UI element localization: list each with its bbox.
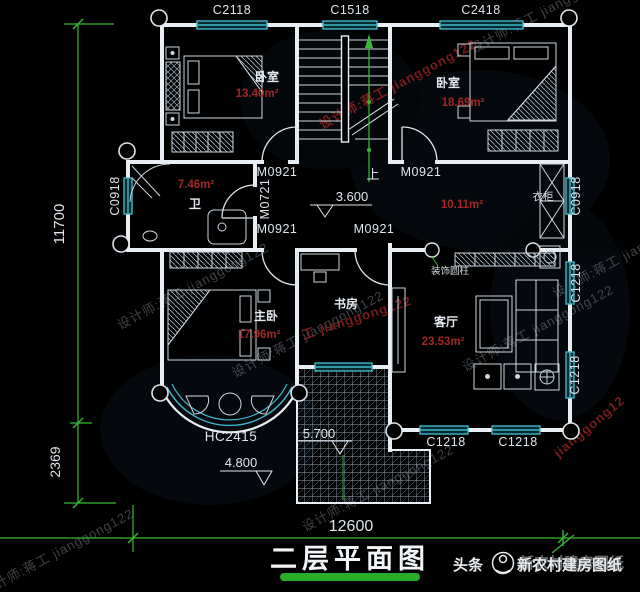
furniture-bay [185,392,275,416]
brand-name: 新农村建房图纸 [517,556,622,574]
label-m0921-study: M0921 [354,222,395,236]
window-c2418 [439,20,524,30]
window-c1518 [322,20,378,30]
window-c1218-bottom-left [419,425,469,435]
room-living-area: 23.53m² [422,336,465,348]
level-terrace [296,440,352,500]
stair-up-label: 上 [366,167,379,182]
label-m0921-bedroom1: M0921 [257,165,298,179]
room-master-name: 主卧 [254,308,278,323]
stairs [299,34,399,182]
level-roof [220,470,273,487]
furniture-closet [539,163,565,269]
room-bedroom1-area: 13.40m² [236,88,279,100]
room-study-name: 书房 [334,296,358,311]
label-c1218-right-upper: C1218 [569,263,583,302]
dim-left-total: 11700 [51,204,68,245]
dimension-labels: 11700 2369 12600 [47,204,373,535]
furniture-study [300,253,340,283]
room-master-area: 17.96m² [238,329,281,341]
label-c0918-right: C0918 [569,176,583,215]
dim-bottom-total: 12600 [329,518,374,535]
furniture-master [167,251,271,361]
column-note-label: 装饰圆柱 [431,265,470,277]
label-c0918-left: C0918 [108,176,122,215]
door-master [261,249,298,286]
windows [123,20,575,435]
window-c0918-left [123,177,133,215]
level-markers [220,204,372,500]
label-c2418: C2418 [461,3,500,17]
door-bedroom2 [401,126,438,163]
platform-label: 头条 [453,556,484,574]
drawing-title: 二层平面图 [270,544,430,574]
closet-label: 衣柜 [533,190,554,203]
doors [221,126,438,286]
furniture-bedroom2 [457,42,559,152]
window-c2118 [196,20,268,30]
level-labels: 3.600 5.700 4.800 上 [225,167,380,470]
column-bubbles [112,9,580,440]
brand-logo [491,551,515,575]
room-labels: 卧室 13.40m² 卧室 18.69m² 卫 7.46m² 10.11m² 主… [178,69,554,348]
label-hc2415: HC2415 [205,429,258,444]
footer: 二层平面图 头条 新农村建房图纸 新农村建房图纸 [270,544,624,581]
bay-window [161,383,298,434]
label-c1518: C1518 [330,3,369,17]
window-c1218-right-upper [565,261,575,305]
room-bedroom2-area: 18.69m² [442,97,485,109]
room-bedroom2-name: 卧室 [436,75,460,90]
opening-labels: C2118 C1518 C2418 C0918 C0918 C1218 C121… [108,3,583,449]
furniture-bedroom1 [165,46,263,153]
label-c1218-right-lower: C1218 [568,355,582,394]
door-study [354,249,391,286]
room-dressing-area: 10.11m² [441,199,483,211]
furniture-living [391,252,560,391]
room-bedroom1-name: 卧室 [255,69,279,84]
window-c1218-bottom-right [491,425,541,435]
room-bathroom-name: 卫 [189,197,201,211]
watermark-text: 设计师:蒋工 jianggong122 [0,506,136,592]
level-terrace-value: 5.700 [303,426,336,441]
brand-name-ghost: 新农村建房图纸 [519,554,624,572]
room-living-name: 客厅 [433,314,458,329]
door-bathroom [221,184,256,219]
level-roof-value: 4.800 [225,455,258,470]
door-bedroom1 [261,126,298,163]
window-study-terrace [314,362,373,372]
dim-left-lower: 2369 [47,446,63,477]
title-underline [280,573,420,581]
window-c1218-right-lower [565,351,575,399]
label-c2118: C2118 [213,3,251,17]
label-m0921-bedroom2: M0921 [401,165,442,179]
stair-direction-arrow [365,34,373,182]
label-m0921-master: M0921 [257,222,298,236]
dimension-lines [0,18,640,554]
label-c1218-bottom-right: C1218 [498,435,537,449]
level-hall-value: 3.600 [336,189,369,204]
label-m0721-bathroom: M0721 [258,179,272,220]
level-hall [310,204,372,218]
room-bathroom-area: 7.46m² [178,179,215,191]
window-c0918-right [565,177,575,215]
label-c1218-bottom-left: C1218 [426,435,465,449]
furniture-bathroom [129,163,247,245]
